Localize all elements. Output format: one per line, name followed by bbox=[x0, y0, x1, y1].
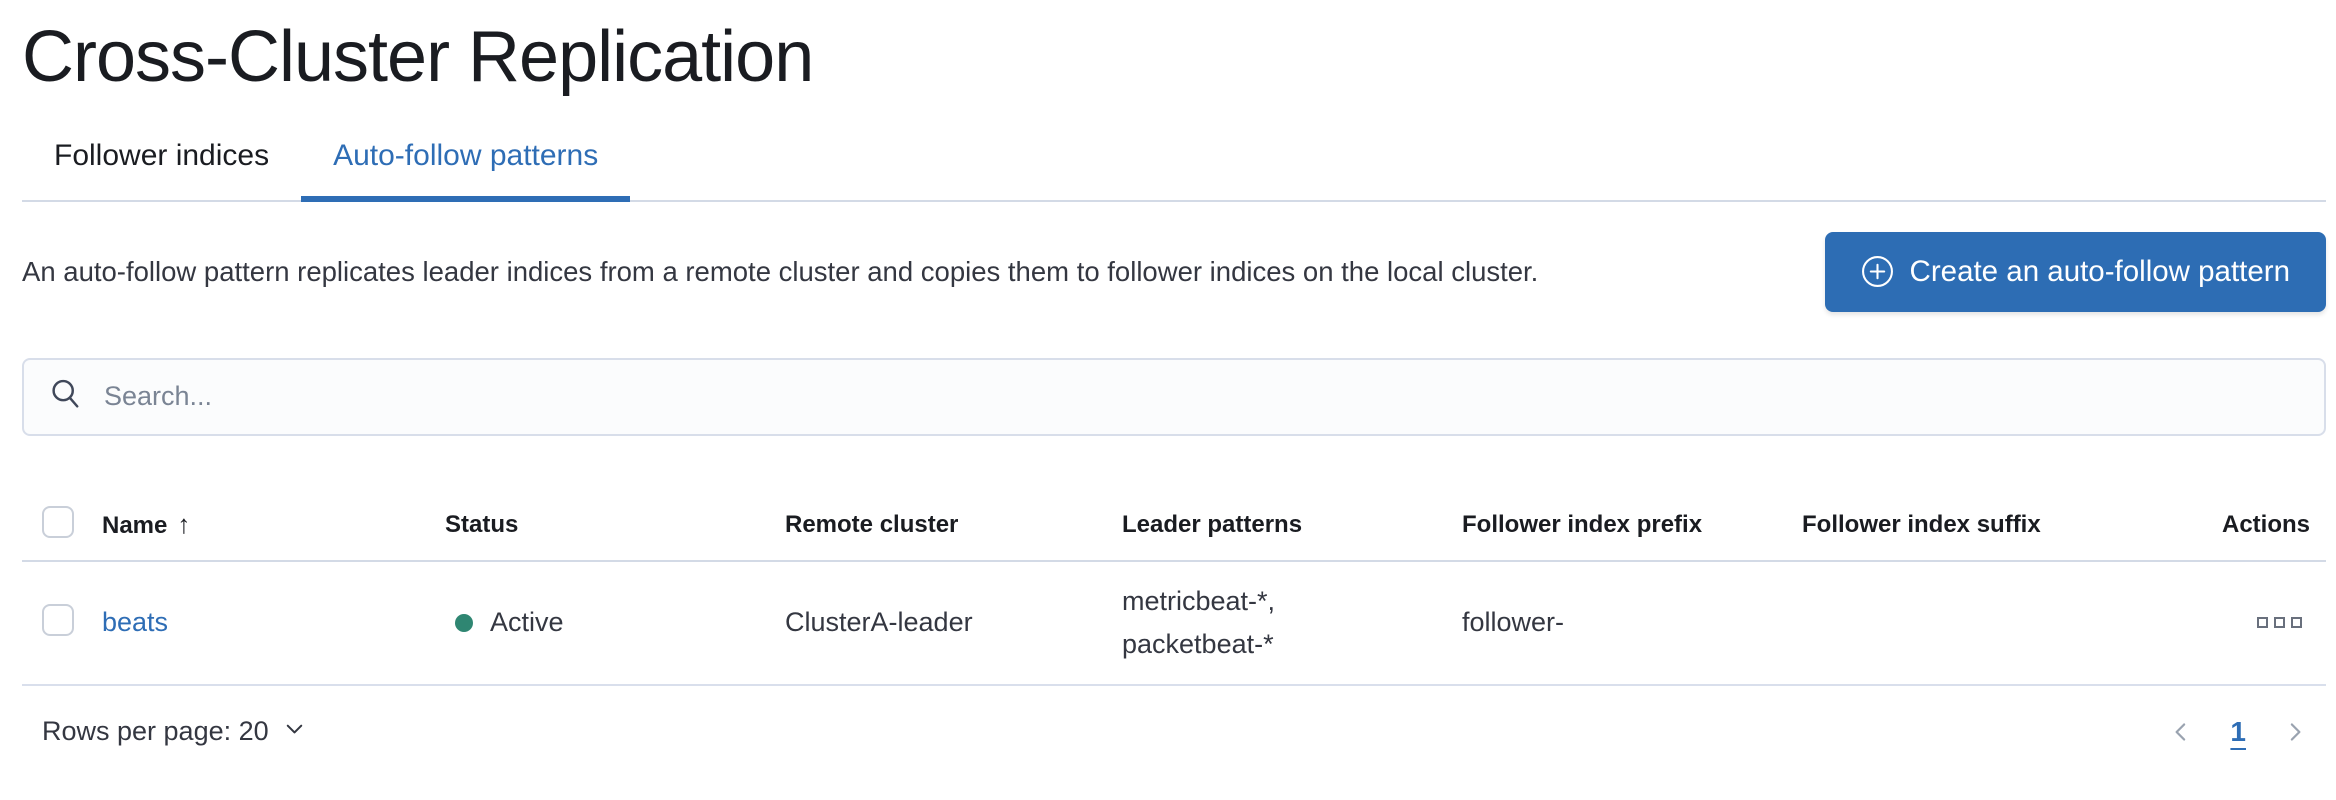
column-header-status: Status bbox=[445, 510, 519, 538]
chevron-right-icon[interactable] bbox=[2280, 717, 2310, 747]
tabs-bar: Follower indices Auto-follow patterns bbox=[22, 138, 2326, 202]
section-header: An auto-follow pattern replicates leader… bbox=[22, 231, 2326, 312]
table-header-row: Name↑ Status Remote cluster Leader patte… bbox=[22, 490, 2326, 562]
page-number-1[interactable]: 1 bbox=[2230, 715, 2246, 747]
column-header-follower-index-prefix: Follower index prefix bbox=[1462, 510, 1703, 538]
rows-per-page-label: Rows per page: 20 bbox=[42, 716, 269, 747]
row-checkbox[interactable] bbox=[42, 604, 74, 637]
status-active-dot-icon bbox=[455, 613, 473, 632]
column-header-name[interactable]: Name↑ bbox=[102, 509, 191, 540]
create-button-label: Create an auto-follow pattern bbox=[1909, 254, 2290, 288]
cross-cluster-replication-page: Cross-Cluster Replication Follower indic… bbox=[22, 17, 2326, 764]
pattern-name-link[interactable]: beats bbox=[102, 607, 169, 638]
column-header-actions: Actions bbox=[2221, 510, 2310, 538]
tab-auto-follow-patterns[interactable]: Auto-follow patterns bbox=[301, 138, 631, 202]
page-navigation: 1 bbox=[2166, 716, 2326, 748]
leader-pattern-line: metricbeat-*, bbox=[1122, 585, 1276, 616]
auto-follow-patterns-table: Name↑ Status Remote cluster Leader patte… bbox=[22, 490, 2326, 686]
rows-per-page-selector[interactable]: Rows per page: 20 bbox=[22, 715, 308, 749]
follower-index-prefix-cell: follower- bbox=[1462, 607, 1565, 638]
column-header-remote-cluster: Remote cluster bbox=[785, 510, 959, 538]
search-input[interactable] bbox=[104, 359, 2300, 434]
table-row: beats Active ClusterA-leader metricbeat-… bbox=[22, 562, 2326, 686]
remote-cluster-cell: ClusterA-leader bbox=[785, 607, 973, 638]
select-all-checkbox[interactable] bbox=[42, 506, 74, 539]
create-auto-follow-pattern-button[interactable]: Create an auto-follow pattern bbox=[1824, 231, 2326, 312]
chevron-left-icon[interactable] bbox=[2166, 717, 2196, 747]
tab-follower-indices[interactable]: Follower indices bbox=[54, 138, 270, 172]
search-icon bbox=[48, 376, 84, 417]
leader-pattern-line: packetbeat-* bbox=[1122, 628, 1274, 659]
page-title: Cross-Cluster Replication bbox=[22, 17, 814, 97]
column-header-leader-patterns: Leader patterns bbox=[1122, 510, 1303, 538]
plus-in-circle-icon bbox=[1861, 255, 1894, 288]
search-bar bbox=[22, 357, 2326, 436]
sort-ascending-arrow-icon: ↑ bbox=[177, 509, 191, 540]
column-header-follower-index-suffix: Follower index suffix bbox=[1802, 510, 2041, 538]
row-actions-boxes-horizontal-icon[interactable] bbox=[2257, 617, 2302, 629]
status-label: Active bbox=[490, 607, 564, 638]
chevron-down-icon bbox=[281, 715, 308, 749]
leader-patterns-cell: metricbeat-*, packetbeat-* bbox=[1122, 580, 1462, 666]
section-description: An auto-follow pattern replicates leader… bbox=[22, 256, 1539, 288]
table-pagination: Rows per page: 20 1 bbox=[22, 700, 2326, 764]
